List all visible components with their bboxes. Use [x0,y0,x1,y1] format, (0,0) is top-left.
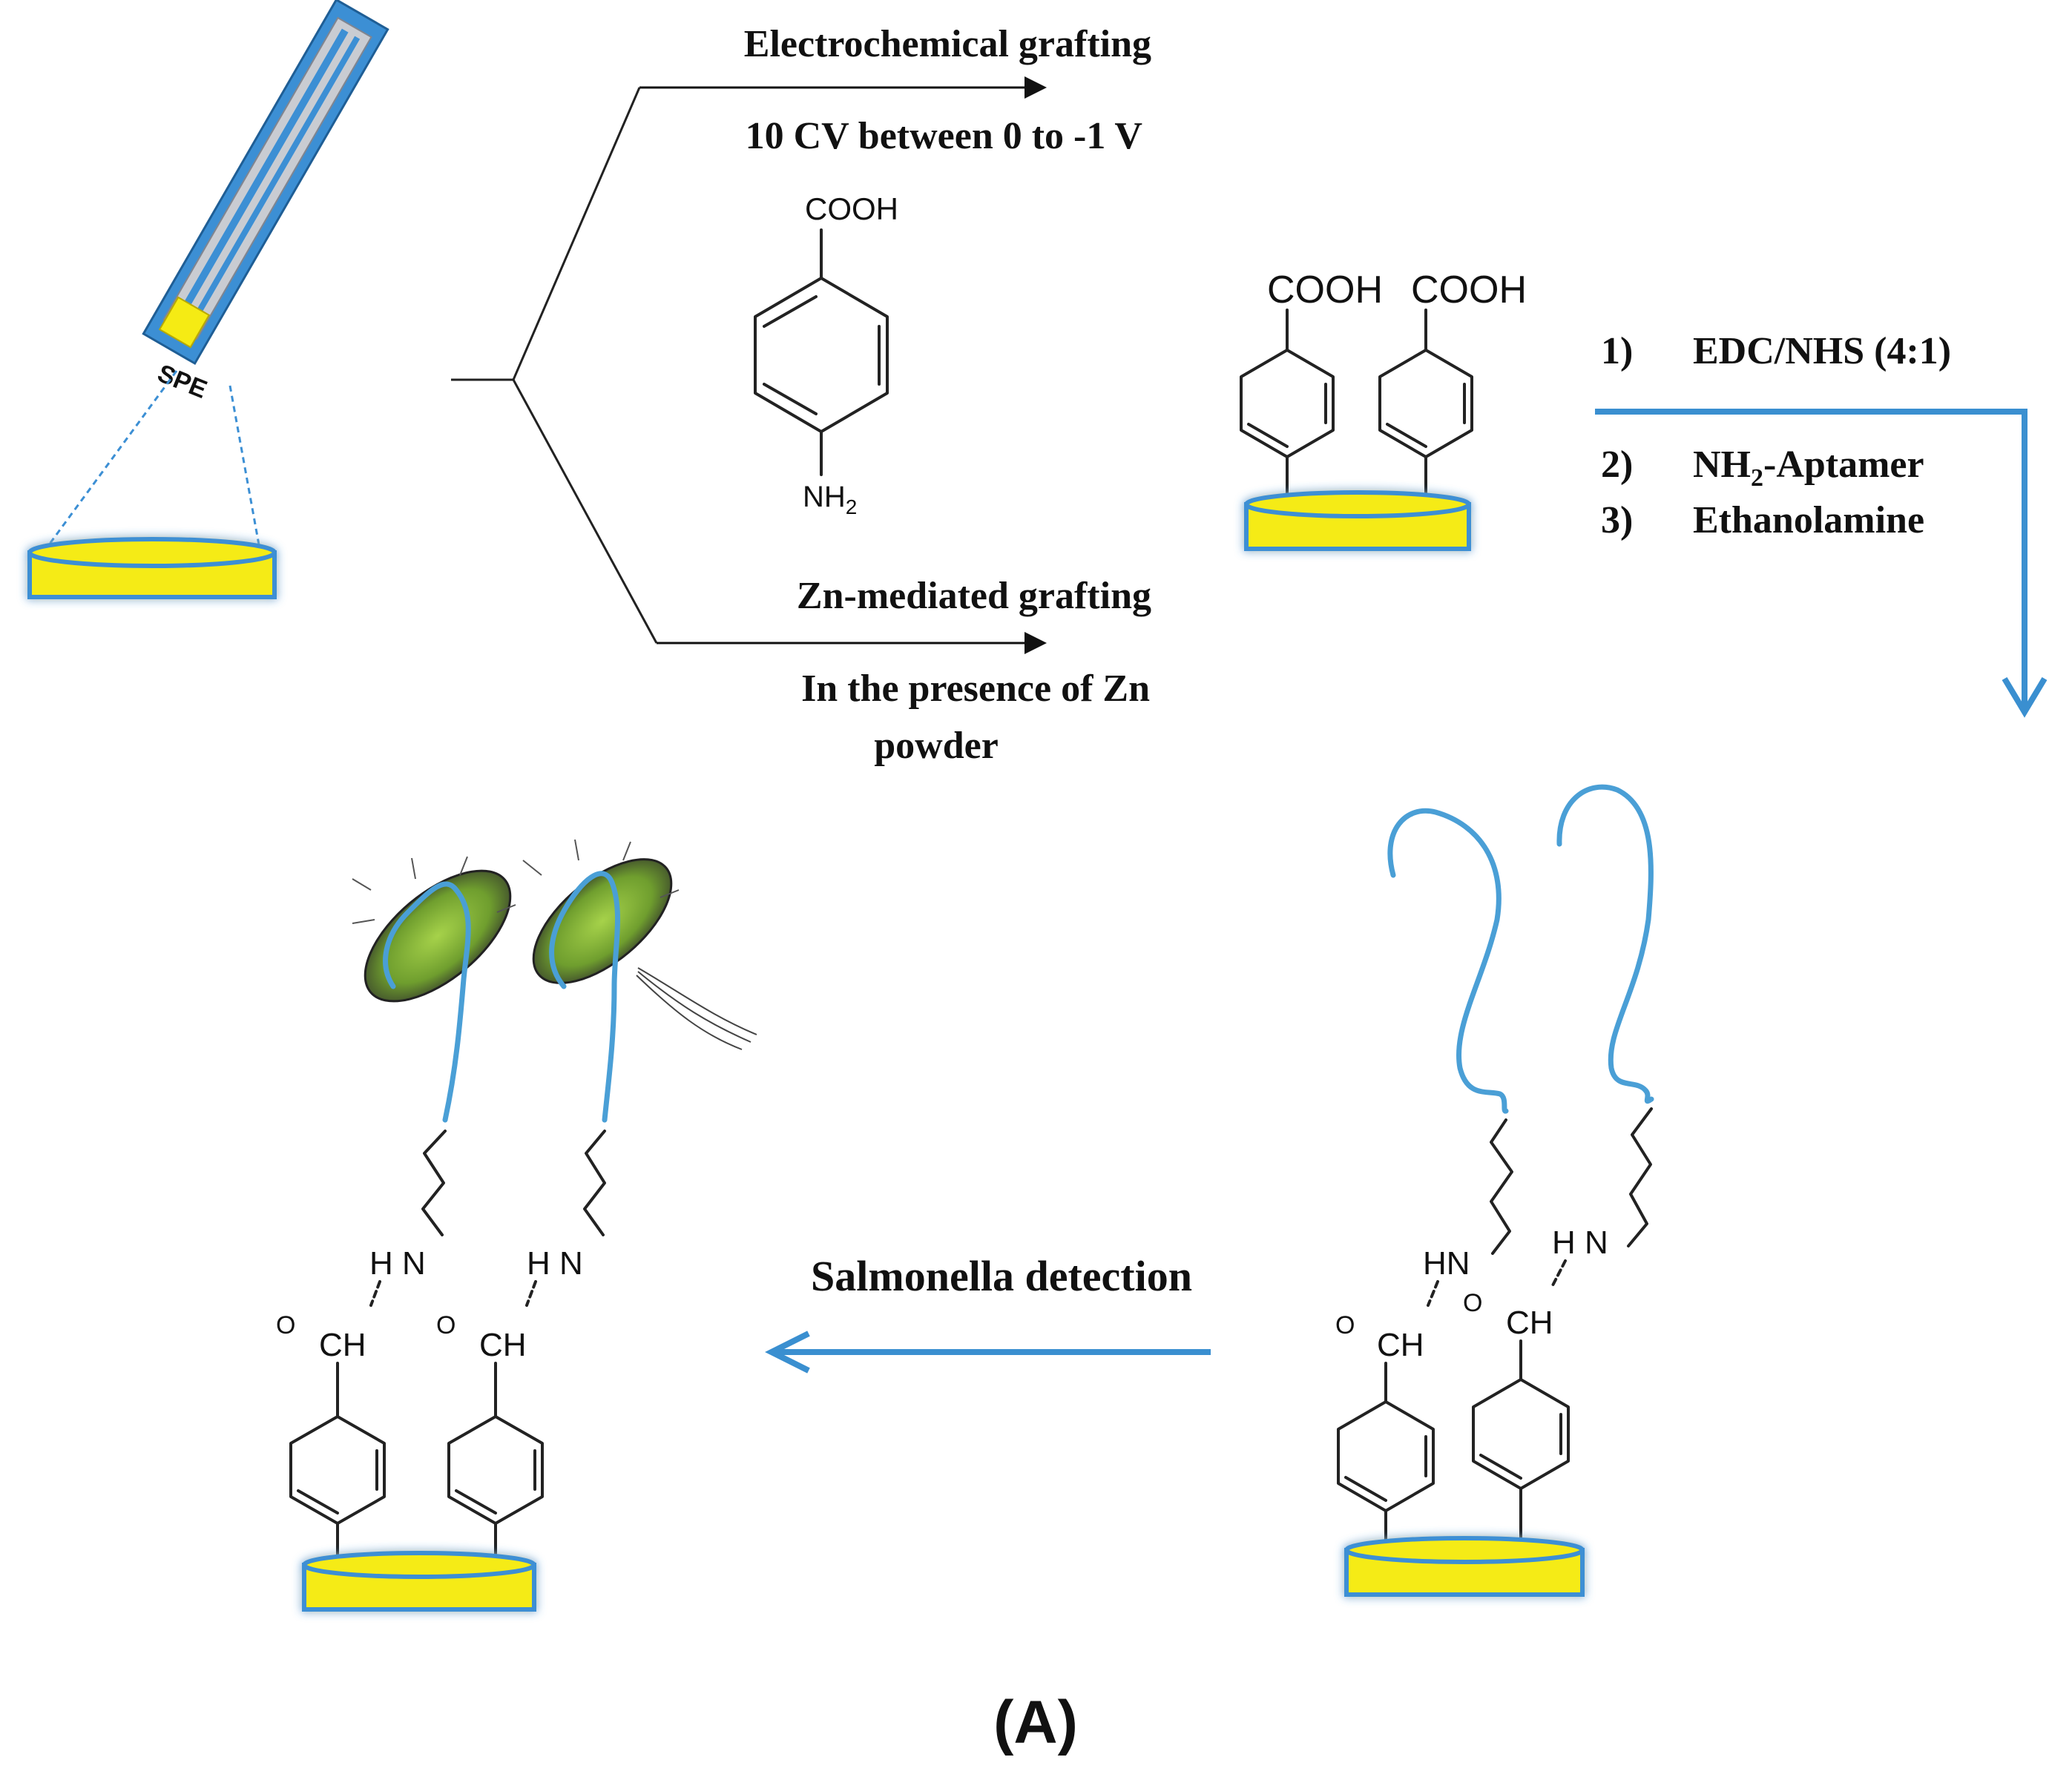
route-bottom-title: Zn-mediated grafting [797,575,1151,617]
bacterium-left [352,856,516,1003]
o-label-right-2: O [1463,1289,1482,1317]
step2-number: 2) [1601,444,1633,486]
ch-label-right-2: CH [1506,1305,1553,1341]
spe-electrode: SPE [142,0,389,404]
nh-label-left-2: H N [527,1245,583,1282]
o-label-left-1: O [276,1311,295,1339]
gold-disk-bare [27,537,277,599]
detection-arrow [765,1331,1211,1374]
zoom-line-right [228,385,261,550]
step3-text: Ethanolamine [1693,499,1924,541]
nh-label-left-1: H N [369,1245,426,1282]
detection-label: Salmonella detection [811,1252,1192,1300]
ch-label-left-2: CH [479,1327,527,1363]
reagent-cooh: COOH [805,191,898,226]
reagent-molecule: COOH NH2 [754,191,898,518]
zoom-line-left [45,370,178,550]
aptamer-surface: HN H N O CH O CH [1335,784,1654,1597]
activation-steps: 1) EDC/NHS (4:1) 2) NH2-Aptamer 3) Ethan… [1601,330,1951,541]
reagent-nh2: NH2 [803,481,857,518]
ch-label-left-1: CH [319,1327,366,1363]
route-top-title: Electrochemical grafting [744,23,1151,65]
route-bottom-subtitle-2: powder [874,725,999,767]
nh-label-right-1: HN [1423,1245,1470,1282]
carboxyl-surface: COOH COOH [1240,268,1527,551]
step1-text: EDC/NHS (4:1) [1693,330,1951,372]
bacterium-right [522,839,757,1050]
spe-label: SPE [154,359,211,404]
bacteria-bound-surface: H N H N O CH O CH [276,839,757,1612]
o-label-left-2: O [436,1311,455,1339]
step1-number: 1) [1601,330,1633,372]
branch-lines [451,87,658,644]
nh-label-right-2: H N [1552,1224,1608,1261]
route-bottom-subtitle-1: In the presence of Zn [801,668,1150,710]
route-top-subtitle: 10 CV between 0 to -1 V [746,115,1142,157]
panel-label: (A) [993,1689,1078,1756]
surface-cooh-right: COOH [1411,268,1527,312]
o-label-right-1: O [1335,1311,1355,1339]
ch-label-right-1: CH [1377,1327,1424,1363]
step2-text: NH2-Aptamer [1693,444,1924,492]
surface-cooh-left: COOH [1267,268,1383,312]
step3-number: 3) [1601,499,1633,541]
flow-arrow-down [1595,409,2048,718]
